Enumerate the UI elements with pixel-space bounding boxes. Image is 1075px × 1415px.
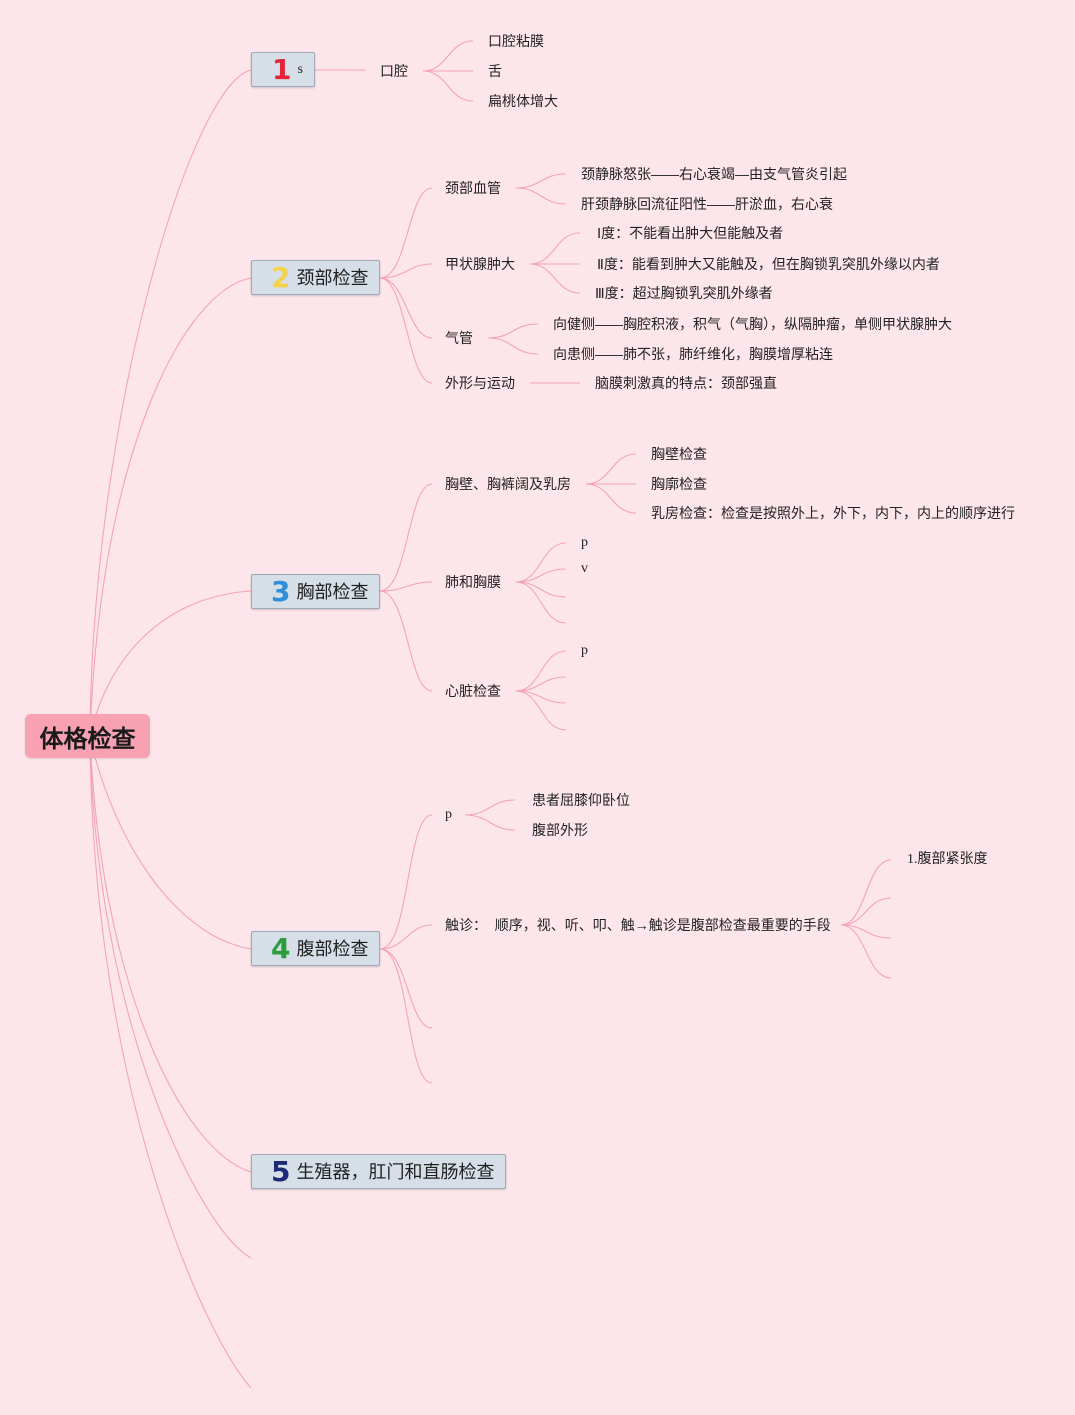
connector-palpation-to-empty-leaf-4 <box>840 924 892 979</box>
leaf-abdominal-tension: 1.腹部紧张度 <box>907 852 988 867</box>
leaf-breast-exam: 乳房检查：检查是按照外上，外下，内下，内上的顺序进行 <box>651 505 1015 521</box>
connector-palpation-to-leaf-1 <box>840 859 892 926</box>
leaf-tongue: 舌 <box>488 63 502 79</box>
connector-topic-2-to-shape <box>379 277 433 384</box>
connector-lung-to-leaf-1 <box>515 542 567 583</box>
leaf-oral-mucosa: 口腔粘膜 <box>488 33 544 49</box>
subtopic-oral: 口腔 <box>380 63 408 79</box>
root-topic-label: 体格检查 <box>39 725 136 753</box>
leaf-hepatojugular-reflux: 肝颈静脉回流征阳性——肝淤血，右心衰 <box>581 196 833 212</box>
subtopic-neck-vessels: 颈部血管 <box>445 180 501 196</box>
connector-topic-3-to-heart <box>379 590 433 692</box>
leaf-thorax-exam: 胸廓检查 <box>651 476 707 492</box>
leaf-abdomen-shape: 腹部外形 <box>532 822 588 838</box>
connector-trachea-to-leaf-2 <box>487 337 539 355</box>
connector-topic-4-to-empty-sub-3 <box>379 948 433 1029</box>
connector-topic-4-to-palpation <box>379 924 433 950</box>
topic-5-number: 5 <box>271 1154 291 1188</box>
topic-1-number: 1 <box>272 52 292 86</box>
subtopic-lung-pleura: 肺和胸膜 <box>445 574 501 590</box>
leaf-lung-v: v <box>581 561 588 576</box>
connector-heart-to-empty-leaf-4 <box>515 690 567 731</box>
connector-trachea-to-leaf-1 <box>487 323 539 339</box>
leaf-meningeal-irritation: 脑膜刺激真的特点：颈部强直 <box>595 375 777 391</box>
topic-2-label: 颈部检查 <box>296 267 369 288</box>
leaf-thyroid-grade-1: Ⅰ度：不能看出肿大但能触及者 <box>597 225 784 241</box>
connector-chest-wall-to-leaf-1 <box>585 453 637 485</box>
leaf-lung-p: p <box>581 535 588 550</box>
topic-4-label: 腹部检查 <box>296 938 369 959</box>
connector-root-to-topic-3 <box>89 590 252 737</box>
connector-topic-4-to-inspection <box>379 814 433 950</box>
connector-thyroid-to-leaf-3 <box>529 263 581 294</box>
topic-4: 4 腹部检查 <box>251 931 380 966</box>
topic-5: 5 生殖器，肛门和直肠检查 <box>251 1154 506 1189</box>
connector-lung-to-empty-leaf-3 <box>515 581 567 598</box>
connector-root-to-topic-5 <box>89 735 252 1173</box>
topic-3-label: 胸部检查 <box>296 581 369 602</box>
connector-vessels-to-leaf-1 <box>515 173 567 189</box>
connector-topic-2-to-vessels <box>379 187 433 279</box>
topic-2: 2 颈部检查 <box>251 260 380 295</box>
topic-1: 1 s <box>251 52 315 87</box>
connector-root-to-empty-topic-6 <box>89 735 252 1259</box>
subtopic-trachea: 气管 <box>445 330 473 346</box>
leaf-jugular-distension: 颈静脉怒张——右心衰竭—由支气管炎引起 <box>581 166 847 182</box>
subtopic-palpation: 触诊： 顺序，视、听、叩、触→触诊是腹部检查最重要的手段 <box>445 917 831 933</box>
connector-thyroid-to-leaf-1 <box>529 232 581 265</box>
leaf-tonsil: 扁桃体增大 <box>488 93 558 109</box>
leaf-heart-p: p <box>581 643 588 658</box>
subtopic-shape-movement: 外形与运动 <box>445 375 515 391</box>
connector-root-to-topic-2 <box>89 277 252 737</box>
leaf-chest-wall-exam: 胸壁检查 <box>651 446 707 462</box>
connector-inspection-to-leaf-2 <box>464 814 516 831</box>
connector-heart-to-empty-leaf-2 <box>515 676 567 692</box>
subtopic-abdomen-p: p <box>445 807 452 822</box>
connector-vessels-to-leaf-2 <box>515 187 567 205</box>
subtopic-thyroid: 甲状腺肿大 <box>445 256 515 272</box>
connector-inspection-to-leaf-1 <box>464 799 516 816</box>
leaf-thyroid-grade-3: Ⅲ度：超过胸锁乳突肌外缘者 <box>595 285 773 301</box>
connector-root-to-topic-1 <box>89 69 252 737</box>
topic-4-number: 4 <box>271 931 291 965</box>
connector-topic-4-to-empty-sub-4 <box>379 948 433 1084</box>
connector-lung-to-empty-leaf-4 <box>515 581 567 624</box>
leaf-thyroid-grade-2: Ⅱ度：能看到肿大又能触及，但在胸锁乳突肌外缘以内者 <box>597 256 940 272</box>
leaf-trachea-affected-side: 向患侧——肺不张，肺纤维化，胸膜增厚粘连 <box>553 346 833 362</box>
connector-palpation-to-empty-leaf-3 <box>840 924 892 939</box>
connector-root-to-topic-4 <box>89 735 252 950</box>
subtopic-chest-wall: 胸壁、胸裤阔及乳房 <box>445 476 571 492</box>
connector-heart-to-leaf-1 <box>515 650 567 692</box>
connector-topic-3-to-lung <box>379 581 433 592</box>
topic-5-label: 生殖器，肛门和直肠检查 <box>296 1161 495 1182</box>
topic-1-label: s <box>297 61 303 77</box>
connector-lung-to-leaf-2 <box>515 568 567 583</box>
connector-chest-wall-to-leaf-3 <box>585 483 637 514</box>
topic-2-number: 2 <box>271 260 291 294</box>
topic-3-number: 3 <box>271 574 291 608</box>
connector-oral-to-leaf-1 <box>422 40 474 72</box>
topic-3: 3 胸部检查 <box>251 574 380 609</box>
connector-topic-3-to-chest-wall <box>379 483 433 592</box>
connector-palpation-to-empty-leaf-2 <box>840 897 892 926</box>
subtopic-heart: 心脏检查 <box>445 683 501 699</box>
leaf-trachea-healthy-side: 向健侧——胸腔积液，积气（气胸），纵隔肿瘤，单侧甲状腺肿大 <box>553 316 952 332</box>
connector-oral-to-leaf-3 <box>422 70 474 102</box>
connector-topic-2-to-trachea <box>379 277 433 339</box>
root-topic: 体格检查 <box>25 714 150 758</box>
connector-topic-2-to-thyroid <box>379 263 433 279</box>
leaf-supine-knees-bent: 患者屈膝仰卧位 <box>532 792 630 808</box>
connector-root-to-empty-topic-7 <box>89 735 252 1389</box>
